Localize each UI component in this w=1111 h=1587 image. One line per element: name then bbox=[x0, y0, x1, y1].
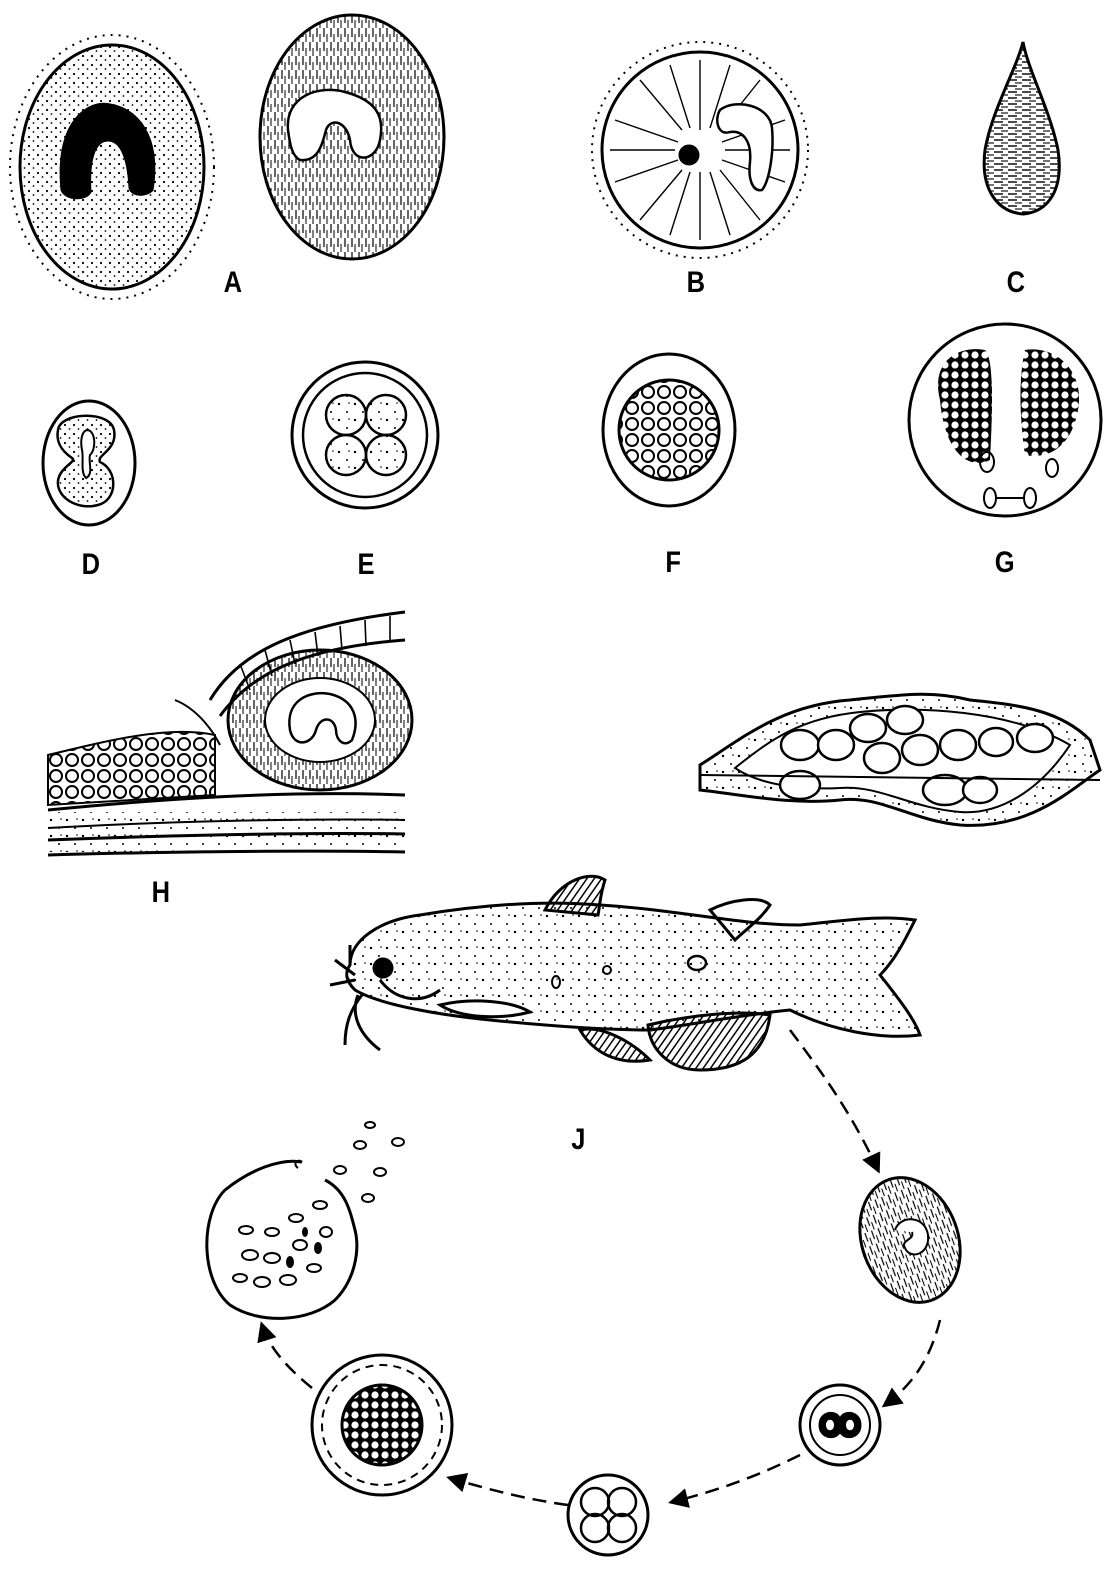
label-j: J bbox=[571, 1125, 585, 1155]
label-h: H bbox=[152, 878, 170, 908]
label-a: A bbox=[224, 268, 242, 298]
label-e: E bbox=[358, 550, 375, 580]
tomite-teardrop bbox=[984, 42, 1059, 214]
gill-section-cysts bbox=[700, 694, 1100, 825]
cycle-cyst-multicellular bbox=[312, 1355, 452, 1495]
cycle-cyst-four-cell bbox=[568, 1475, 648, 1555]
cycle-trophont bbox=[843, 1163, 977, 1316]
label-d: D bbox=[82, 550, 100, 580]
label-f: F bbox=[665, 548, 681, 578]
tissue-section-trophont bbox=[48, 609, 412, 858]
cycle-cyst-rupturing bbox=[207, 1122, 404, 1318]
label-g: G bbox=[995, 548, 1015, 578]
cyst-multicellular bbox=[603, 354, 735, 506]
label-b: B bbox=[687, 268, 705, 298]
cyst-four-cell bbox=[292, 362, 438, 508]
catfish-host bbox=[330, 876, 920, 1070]
label-c: C bbox=[1007, 268, 1025, 298]
cyst-tomites bbox=[909, 324, 1101, 516]
cycle-cyst-two-cell bbox=[800, 1385, 880, 1465]
trophont-ciliated bbox=[10, 35, 214, 299]
trophont-striated bbox=[260, 15, 444, 259]
cyst-two-cell bbox=[43, 401, 135, 525]
trophont-radial bbox=[592, 42, 808, 258]
